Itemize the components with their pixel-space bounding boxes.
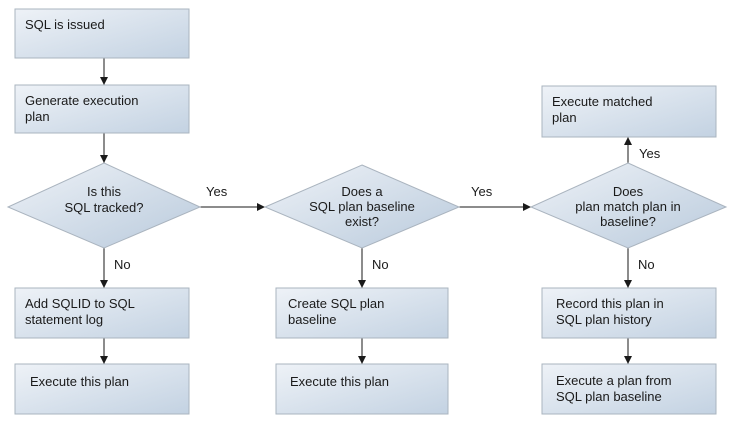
decision-is-tracked-line-1: Is this xyxy=(87,184,121,199)
edge-label-match-yes: Yes xyxy=(639,146,661,161)
node-record-plan: Record this plan in SQL plan history xyxy=(541,287,717,339)
node-execute-from-baseline: Execute a plan from SQL plan baseline xyxy=(541,363,717,415)
decision-plan-matches: Does plan match plan in baseline? xyxy=(529,162,728,249)
node-sql-issued: SQL is issued xyxy=(14,8,190,59)
decision-baseline-exists: Does a SQL plan baseline exist? xyxy=(263,164,461,249)
decision-baseline-exists-line-2: SQL plan baseline xyxy=(309,199,415,214)
node-create-baseline-line-2: baseline xyxy=(288,312,336,327)
decision-baseline-exists-line-1: Does a xyxy=(341,184,383,199)
node-create-baseline-line-1: Create SQL plan xyxy=(288,296,384,311)
node-add-sqlid: Add SQLID to SQL statement log xyxy=(14,287,190,339)
edge-label-tracked-no: No xyxy=(114,257,131,272)
decision-is-tracked: Is this SQL tracked? xyxy=(6,162,202,249)
node-record-plan-line-1: Record this plan in xyxy=(556,296,664,311)
node-generate-plan-line-2: plan xyxy=(25,109,50,124)
node-add-sqlid-line-1: Add SQLID to SQL xyxy=(25,296,135,311)
node-generate-plan: Generate execution plan xyxy=(14,84,190,134)
decision-plan-matches-line-1: Does xyxy=(613,184,644,199)
node-execute-this-plan-1-line-1: Execute this plan xyxy=(30,374,129,389)
node-execute-this-plan-1: Execute this plan xyxy=(14,363,190,415)
node-execute-matched-line-1: Execute matched xyxy=(552,94,652,109)
edge-label-baseline-yes: Yes xyxy=(471,184,493,199)
node-create-baseline: Create SQL plan baseline xyxy=(275,287,449,339)
node-execute-matched-line-2: plan xyxy=(552,110,577,125)
edge-label-match-no: No xyxy=(638,257,655,272)
node-record-plan-line-2: SQL plan history xyxy=(556,312,652,327)
edge-label-tracked-yes: Yes xyxy=(206,184,228,199)
edge-label-baseline-no: No xyxy=(372,257,389,272)
decision-is-tracked-line-2: SQL tracked? xyxy=(64,200,143,215)
decision-baseline-exists-line-3: exist? xyxy=(345,214,379,229)
decision-plan-matches-line-3: baseline? xyxy=(600,214,656,229)
node-generate-plan-line-1: Generate execution xyxy=(25,93,138,108)
connectors xyxy=(100,58,632,364)
node-add-sqlid-line-2: statement log xyxy=(25,312,103,327)
node-execute-matched: Execute matched plan xyxy=(541,85,717,138)
decision-plan-matches-line-2: plan match plan in xyxy=(575,199,681,214)
node-sql-issued-line-1: SQL is issued xyxy=(25,17,105,32)
node-execute-from-baseline-line-1: Execute a plan from xyxy=(556,373,672,388)
node-execute-this-plan-2: Execute this plan xyxy=(275,363,449,415)
node-execute-from-baseline-line-2: SQL plan baseline xyxy=(556,389,662,404)
node-execute-this-plan-2-line-1: Execute this plan xyxy=(290,374,389,389)
edge-labels: Yes No Yes No Yes No xyxy=(114,146,661,272)
